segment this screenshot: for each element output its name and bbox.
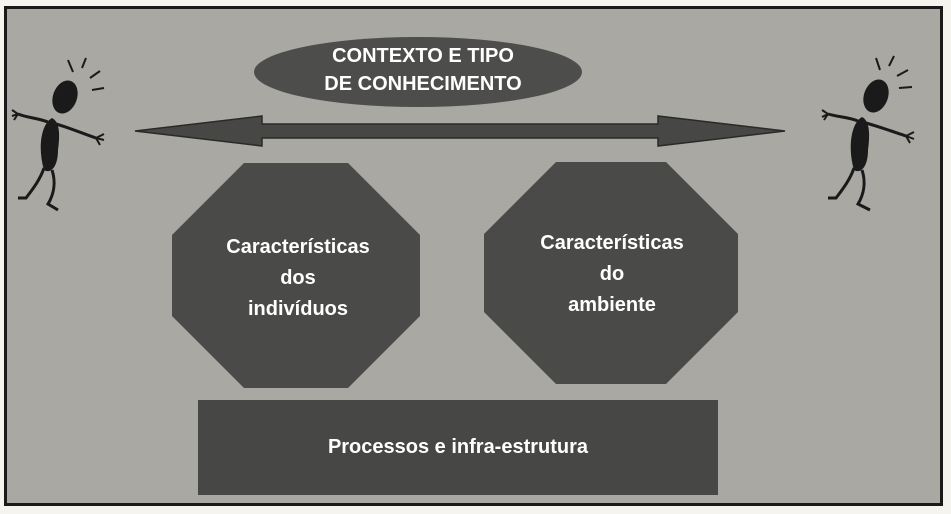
left-octagon-label: Características dos indivíduos	[226, 236, 370, 320]
stick-figure-icon	[11, 57, 105, 212]
double-arrow-icon	[134, 115, 786, 147]
stick-figure-icon	[821, 55, 915, 212]
diagram-title: CONTEXTO E TIPO DE CONHECIMENTO	[324, 45, 522, 95]
title-ellipse	[254, 37, 582, 107]
right-octagon	[484, 162, 738, 384]
bottom-bar-label: Processos e infra-estrutura	[327, 436, 589, 458]
left-octagon	[172, 163, 420, 388]
right-octagon-label: Características do ambiente	[540, 232, 684, 316]
bottom-bar	[198, 400, 718, 495]
